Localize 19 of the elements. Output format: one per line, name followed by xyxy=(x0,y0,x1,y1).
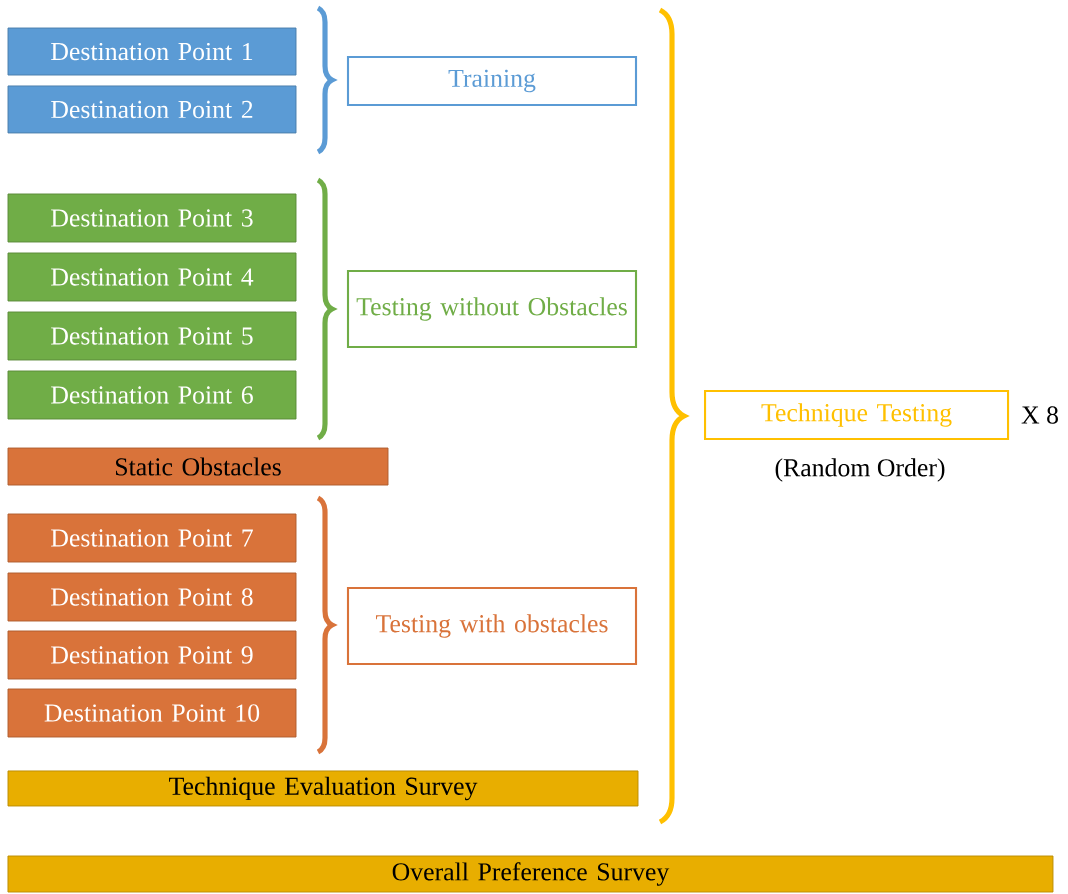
stage-bar: Technique Evaluation Survey xyxy=(7,770,639,807)
step-box: Destination Point 7 xyxy=(7,513,297,563)
phase-box: Technique Testing xyxy=(704,389,1010,441)
step-box: Destination Point 2 xyxy=(7,85,297,134)
step-box: Destination Point 5 xyxy=(7,311,297,361)
side-note: X 8 xyxy=(1021,406,1058,424)
phase-box: Testing without Obstacles xyxy=(346,269,638,349)
step-box: Destination Point 9 xyxy=(7,630,297,680)
step-box: Destination Point 8 xyxy=(7,572,297,622)
phase-box: Training xyxy=(346,55,638,107)
phase-box: Testing with obstacles xyxy=(346,586,638,666)
step-box: Destination Point 6 xyxy=(7,370,297,420)
stage-bar: Overall Preference Survey xyxy=(7,855,1054,893)
side-note: (Random Order) xyxy=(775,458,945,482)
step-box: Destination Point 10 xyxy=(7,688,297,738)
step-box: Destination Point 1 xyxy=(7,27,297,76)
step-box: Destination Point 4 xyxy=(7,252,297,302)
step-box: Destination Point 3 xyxy=(7,193,297,243)
stage-bar: Static Obstacles xyxy=(7,447,389,486)
